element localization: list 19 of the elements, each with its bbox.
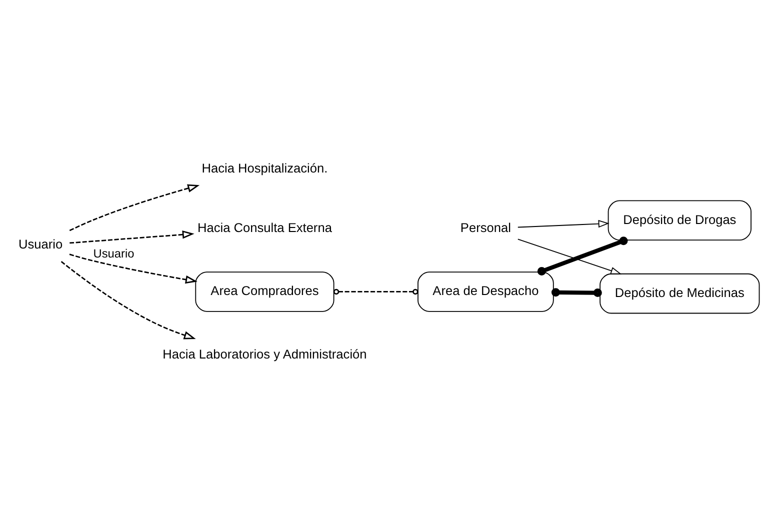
node-text: Usuario [18,236,63,252]
arrow [60,261,196,340]
node-box: Depósito de Drogas [608,200,752,240]
arrow [69,184,200,232]
connector [333,288,418,295]
arrow [70,230,194,244]
node-text: Hacia Laboratorios y Administración [162,346,367,362]
node-text: Hacia Hospitalización. [202,160,328,176]
arrow [69,254,198,284]
node-box: Area Compradores [195,272,334,312]
node-box: Area de Despacho [418,272,554,312]
node-box: Depósito de Medicinas [600,273,760,314]
edge-label: Usuario [93,246,134,260]
node-text: Hacia Consulta Externa [198,220,332,235]
node-text: Personal [460,220,511,235]
connector [551,288,602,298]
arrow [517,220,610,228]
arrow [517,238,622,274]
connector [537,236,628,276]
